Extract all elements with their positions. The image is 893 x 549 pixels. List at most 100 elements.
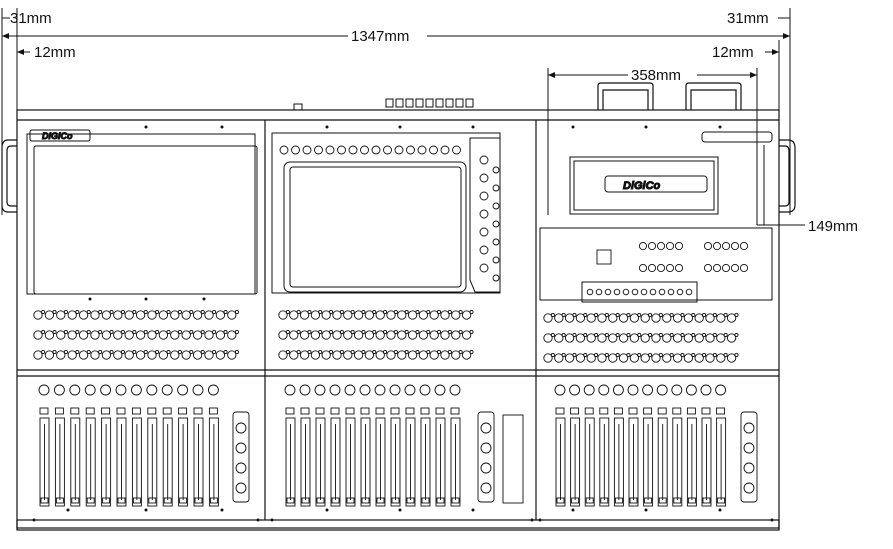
knob-led <box>200 329 205 335</box>
knob-led <box>447 309 452 315</box>
knob <box>278 310 288 320</box>
fader-cap <box>717 497 726 504</box>
knob <box>629 333 640 343</box>
channel-knob <box>404 384 416 396</box>
knob <box>332 310 342 320</box>
channel-button <box>405 407 415 415</box>
channel-knob <box>569 384 581 396</box>
knob <box>479 209 489 219</box>
fader-track <box>435 417 446 507</box>
knob-led <box>86 309 91 315</box>
knob <box>705 313 715 323</box>
knob <box>716 313 726 323</box>
knob <box>314 145 323 155</box>
knob <box>394 145 404 155</box>
knob <box>375 310 385 320</box>
knob <box>124 330 134 340</box>
fader-cap <box>361 497 370 504</box>
channel-button <box>178 407 188 415</box>
knob <box>215 350 226 360</box>
left-screen <box>33 145 258 295</box>
fader-track <box>39 417 50 507</box>
knob <box>348 145 358 155</box>
knob-led <box>550 312 555 318</box>
knob <box>665 263 675 273</box>
knob <box>147 330 157 340</box>
knob <box>586 288 594 296</box>
knob <box>608 333 618 343</box>
dim-right-inset: 12mm <box>712 44 754 61</box>
knob <box>181 350 191 360</box>
channel-knob <box>314 384 326 396</box>
knob <box>726 333 737 343</box>
knob-led <box>41 329 46 335</box>
knob-led <box>393 329 398 335</box>
knob-led <box>132 329 137 335</box>
rear-connector <box>405 98 414 108</box>
knob-led <box>626 352 631 358</box>
knob <box>90 310 100 320</box>
knob-led <box>234 349 239 355</box>
knob-led <box>415 349 420 355</box>
knob <box>364 310 375 320</box>
knob-led <box>212 329 217 335</box>
fader-cap <box>451 497 460 504</box>
fader-track <box>613 417 624 507</box>
knob-led <box>234 329 239 335</box>
screw <box>325 508 329 512</box>
knob-led <box>86 329 91 335</box>
side-knob <box>743 482 755 494</box>
screw <box>202 297 206 301</box>
knob <box>78 330 89 340</box>
knob-led <box>680 312 685 318</box>
knob <box>343 330 353 340</box>
knob-led <box>734 332 739 338</box>
knob <box>451 330 461 340</box>
fader-track <box>686 417 697 507</box>
screw <box>32 518 36 522</box>
knob-led <box>469 349 474 355</box>
knob <box>656 263 666 273</box>
knob <box>479 245 489 255</box>
knob-led <box>296 349 301 355</box>
knob <box>418 350 429 360</box>
rear-connector <box>465 98 474 108</box>
knob <box>451 350 461 360</box>
knob-led <box>658 332 663 338</box>
knob <box>386 350 396 360</box>
knob-led <box>426 309 431 315</box>
fader-cap <box>286 497 295 504</box>
fader-cap <box>556 497 565 504</box>
fader-cap <box>376 497 385 504</box>
channel-button <box>613 407 623 415</box>
knob-led <box>561 332 566 338</box>
knob <box>564 313 575 323</box>
knob-led <box>339 309 344 315</box>
knob <box>44 350 55 360</box>
knob <box>113 350 123 360</box>
dim-left-handle: 31mm <box>10 10 52 27</box>
knob <box>204 350 214 360</box>
dim-module-width: 358mm <box>631 67 681 84</box>
knob <box>665 241 675 251</box>
knob <box>56 330 66 340</box>
fader-track <box>54 417 65 507</box>
knob-led <box>350 349 355 355</box>
knob-led <box>285 309 290 315</box>
fader-cap <box>331 497 340 504</box>
knob <box>656 241 666 251</box>
knob <box>299 310 310 320</box>
channel-knob <box>299 384 311 396</box>
knob-led <box>458 329 463 335</box>
knob-led <box>583 352 588 358</box>
knob <box>192 310 203 320</box>
knob <box>386 330 396 340</box>
channel-button <box>330 407 340 415</box>
knob <box>451 310 461 320</box>
knob <box>360 145 369 155</box>
screw <box>256 518 260 522</box>
knob <box>694 313 704 323</box>
knob-led <box>637 332 642 338</box>
channel-knob <box>329 384 341 396</box>
channel-knob <box>656 384 668 396</box>
